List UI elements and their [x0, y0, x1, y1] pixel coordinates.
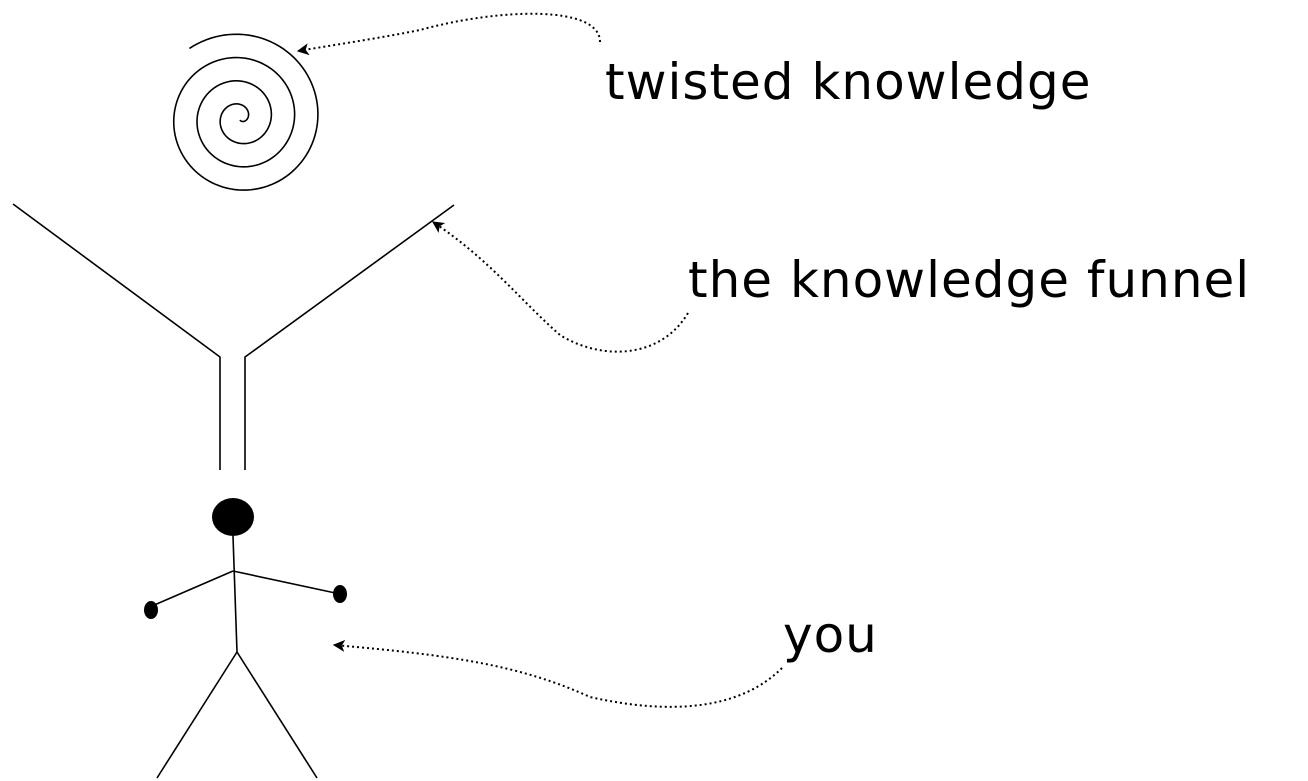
spiral-icon	[172, 33, 319, 191]
stick-figure-head	[212, 498, 254, 536]
label-twisted-knowledge: twisted knowledge	[605, 53, 1092, 111]
connector-twisted-knowledge	[296, 12, 601, 56]
stick-figure-left-hand	[144, 601, 158, 619]
stick-figure-left-arm	[151, 570, 234, 607]
funnel-right-wall	[244, 204, 455, 470]
stick-figure-body	[232, 535, 238, 653]
stick-figure-right-hand	[333, 585, 347, 603]
stick-figure-right-arm	[232, 570, 341, 595]
label-you: you	[783, 606, 878, 664]
connector-knowledge-funnel	[432, 221, 689, 353]
label-knowledge-funnel: the knowledge funnel	[688, 251, 1251, 309]
connector-you	[332, 639, 783, 708]
funnel-left-wall	[12, 203, 221, 470]
stick-figure-left-leg	[156, 651, 238, 779]
stick-figure-right-leg	[236, 651, 318, 779]
funnel-shape	[12, 203, 455, 470]
stick-figure-icon	[144, 498, 347, 779]
